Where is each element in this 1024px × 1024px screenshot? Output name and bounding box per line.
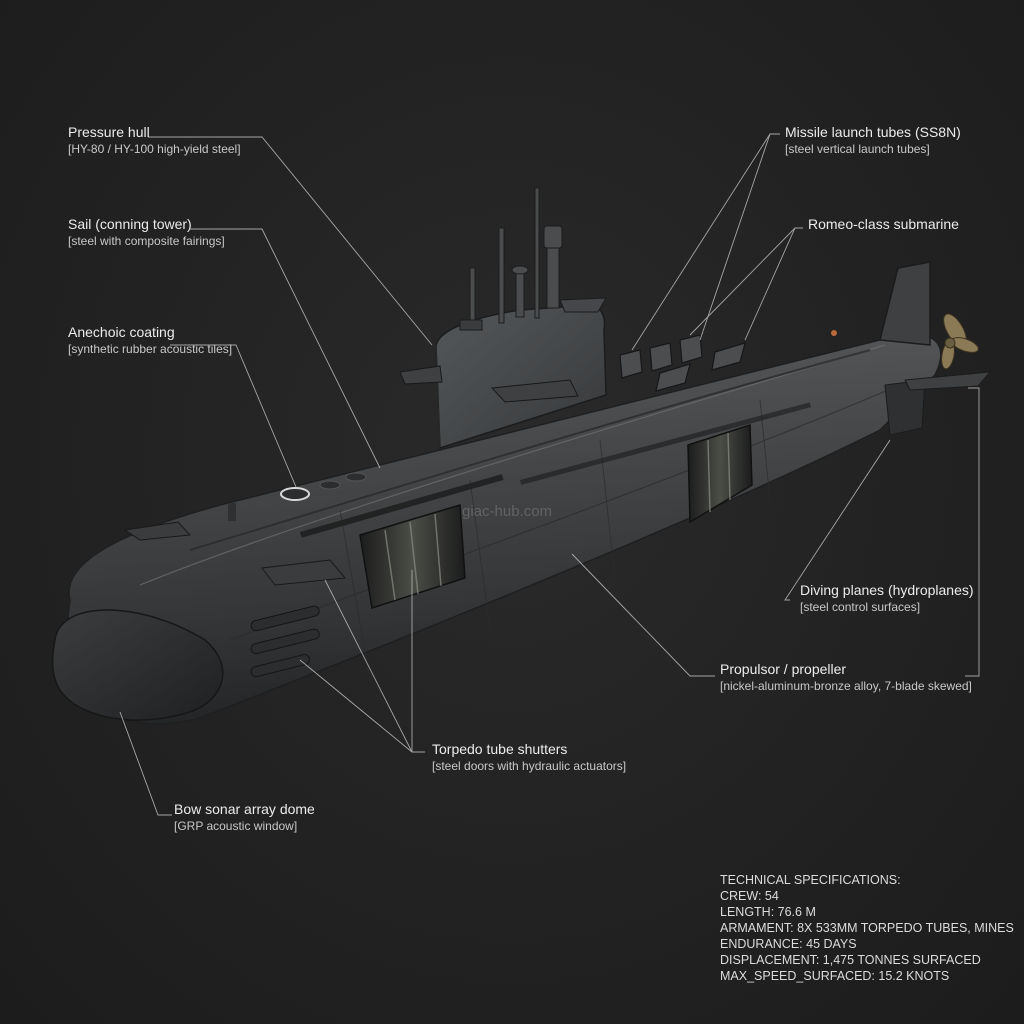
label-title: Romeo-class submarine (808, 216, 959, 232)
spec-line: ARMAMENT: 8X 533MM TORPEDO TUBES, MINES (720, 921, 1014, 935)
label-title: Diving planes (hydroplanes) (800, 582, 974, 598)
spec-line: LENGTH: 76.6 M (720, 905, 816, 919)
spec-line: MAX_SPEED_SURFACED: 15.2 KNOTS (720, 969, 950, 983)
label-sail: Sail (conning tower) [steel with composi… (68, 215, 225, 249)
watermark-text: giac-hub.com (462, 503, 553, 520)
label-anechoic-coating: Anechoic coating [synthetic rubber acous… (68, 323, 232, 357)
propeller (941, 313, 979, 370)
label-sub: [steel vertical launch tubes] (785, 142, 930, 156)
label-sub: [HY-80 / HY-100 high-yield steel] (68, 142, 241, 156)
label-title: Torpedo tube shutters (432, 741, 568, 757)
rudder-fin (879, 261, 931, 346)
label-propulsor: Propulsor / propeller [nickel-aluminum-b… (720, 660, 972, 694)
label-sub: [nickel-aluminum-bronze alloy, 7-blade s… (720, 679, 972, 693)
label-title: Anechoic coating (68, 324, 175, 340)
technical-specifications: TECHNICAL SPECIFICATIONS: CREW: 54 LENGT… (720, 872, 1014, 984)
spec-line: DISPLACEMENT: 1,475 TONNES SURFACED (720, 953, 981, 967)
bow-sonar-dome (51, 609, 224, 721)
torpedo-shutters (250, 605, 320, 678)
specs-heading: TECHNICAL SPECIFICATIONS: (720, 873, 901, 887)
spec-line: CREW: 54 (720, 889, 779, 903)
hull-cutaway (359, 423, 753, 609)
label-title: Sail (conning tower) (68, 216, 192, 232)
label-title: Propulsor / propeller (720, 661, 847, 677)
label-romeo-class: Romeo-class submarine (808, 215, 959, 233)
label-diving-planes: Diving planes (hydroplanes) [steel contr… (800, 581, 974, 615)
label-sub: [synthetic rubber acoustic tiles] (68, 342, 233, 356)
label-bow-sonar: Bow sonar array dome [GRP acoustic windo… (174, 800, 315, 834)
label-sub: [GRP acoustic window] (174, 819, 298, 833)
label-sub: [steel control surfaces] (800, 600, 921, 614)
label-torpedo-shutters: Torpedo tube shutters [steel doors with … (432, 740, 626, 774)
label-title: Missile launch tubes (SS8N) (785, 124, 961, 140)
label-missile-tubes: Missile launch tubes (SS8N) [steel verti… (785, 123, 961, 157)
label-sub: [steel doors with hydraulic actuators] (432, 759, 627, 773)
spec-line: ENDURANCE: 45 DAYS (720, 937, 857, 951)
forward-diving-plane (261, 559, 346, 586)
label-pressure-hull: Pressure hull [HY-80 / HY-100 high-yield… (68, 123, 241, 157)
masts (469, 187, 563, 324)
label-title: Bow sonar array dome (174, 801, 315, 817)
stern-diving-plane (904, 371, 992, 391)
label-title: Pressure hull (68, 124, 150, 140)
label-sub: [steel with composite fairings] (68, 234, 225, 248)
missile-launch-tubes (619, 334, 746, 392)
